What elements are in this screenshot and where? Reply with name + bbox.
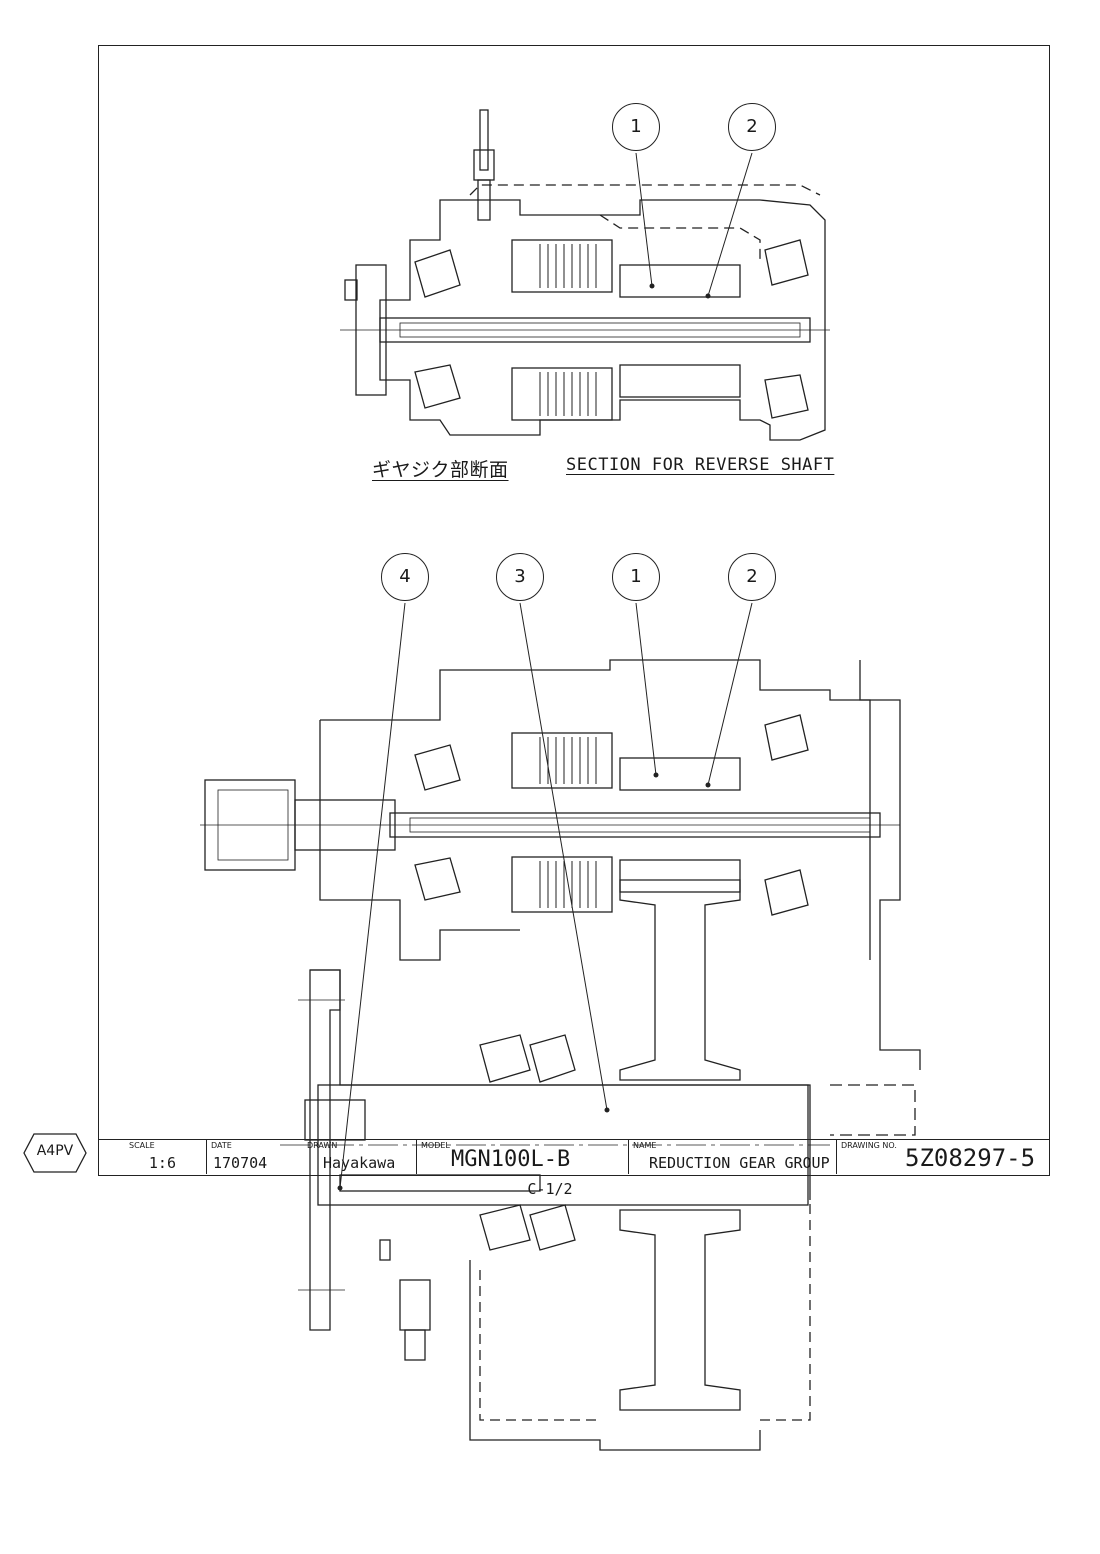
reverse-shaft-section (340, 109, 830, 441)
paper-size-text: A4PV (36, 1143, 74, 1159)
balloon-4: 4 (381, 553, 429, 601)
balloon-1-bottom: 1 (612, 553, 660, 601)
scale-value: 1:6 (148, 1154, 176, 1172)
sheet-number: C-1/2 (527, 1180, 573, 1198)
title-block: SCALE 1:6 DATE 170704 DRAWN Hayakawa MOD… (98, 1140, 1050, 1176)
drawn-label: DRAWN (307, 1141, 338, 1150)
section-caption-jp: ギヤジク部断面 (372, 459, 509, 481)
balloon-1-top: 1 (612, 103, 660, 151)
leader-lines (339, 152, 753, 1189)
model-cell: MODEL MGN100L-B (417, 1140, 629, 1174)
drawing-no-label: DRAWING NO. (841, 1141, 897, 1150)
date-label: DATE (211, 1141, 232, 1150)
balloon-2-top: 2 (728, 103, 776, 151)
drawing-no-cell: DRAWING NO. 5Z08297-5 (837, 1140, 1049, 1174)
model-label: MODEL (421, 1141, 450, 1150)
date-drawn-cell: DATE 170704 DRAWN Hayakawa (207, 1140, 417, 1174)
model-value: MGN100L-B (451, 1147, 571, 1172)
drawing-no-value: 5Z08297-5 (905, 1144, 1036, 1172)
date-value: 170704 (213, 1154, 268, 1172)
balloon-3: 3 (496, 553, 544, 601)
drawn-value: Hayakawa (323, 1154, 396, 1172)
name-value: REDUCTION GEAR GROUP (649, 1154, 830, 1172)
main-assembly-section (200, 659, 921, 1451)
drawing-frame (98, 45, 1050, 1140)
section-caption-en: SECTION FOR REVERSE SHAFT (566, 455, 835, 475)
paper-size-badge: A4PV (22, 1132, 88, 1174)
scale-cell: SCALE 1:6 (99, 1140, 207, 1174)
scale-label: SCALE (129, 1141, 155, 1150)
name-cell: NAME REDUCTION GEAR GROUP (629, 1140, 837, 1174)
balloon-2-bottom: 2 (728, 553, 776, 601)
name-label: NAME (633, 1141, 657, 1150)
hexagon-icon (23, 1133, 87, 1173)
